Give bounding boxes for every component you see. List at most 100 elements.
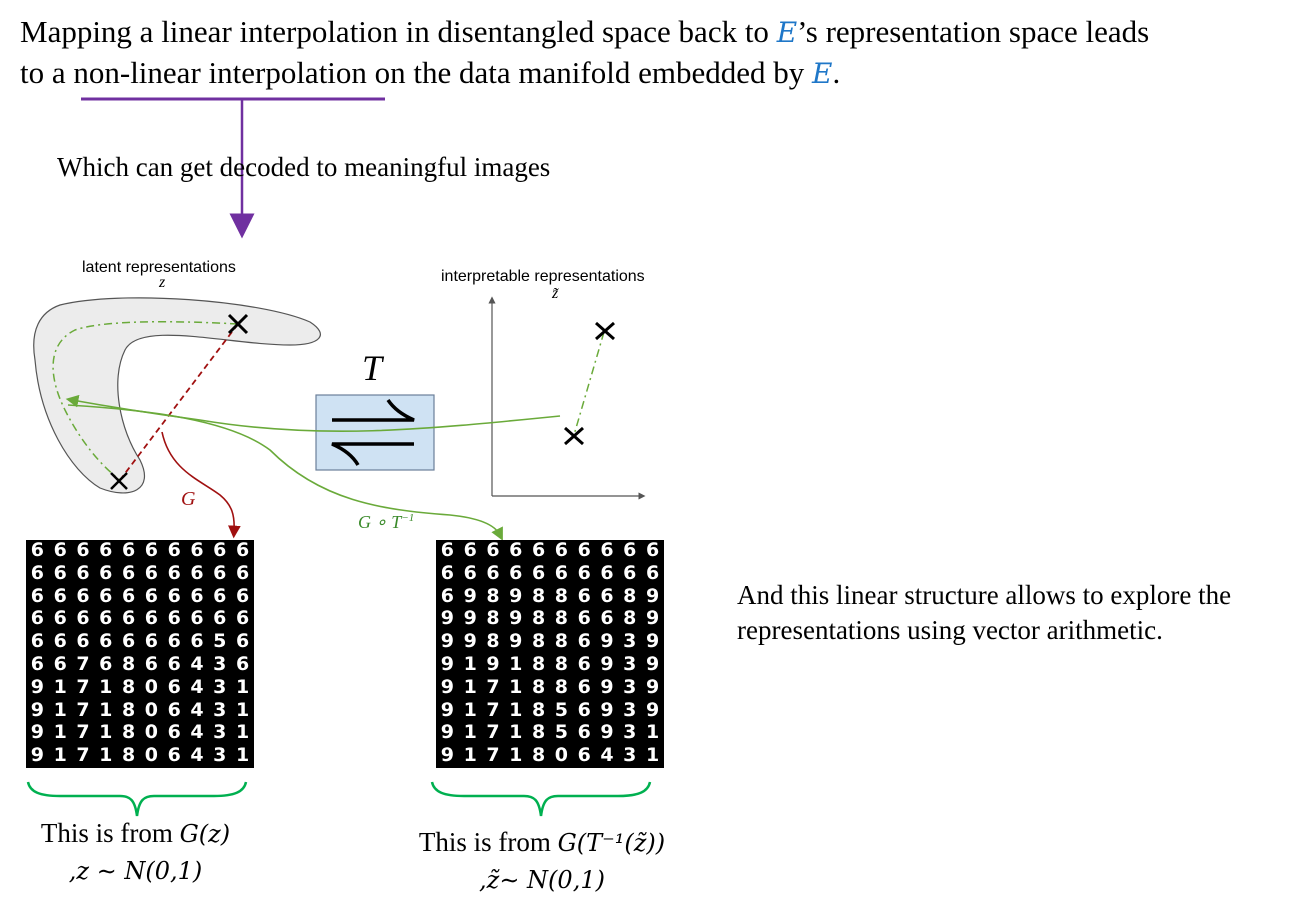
caption-left-dist: ,z ∼ N(0,1) [68, 857, 203, 885]
grid-left-digit: 6 [235, 652, 250, 675]
grid-right-digit: 6 [600, 561, 614, 584]
interp-title: interpretable representations [441, 268, 645, 285]
grid-left-digit: 3 [213, 721, 227, 744]
grid-left-digit: 6 [167, 652, 181, 675]
grid-left-digit: 6 [144, 539, 158, 561]
grid-left-digit: 6 [167, 675, 181, 698]
grid-right-digit: 6 [577, 698, 591, 721]
grid-left-digit: 6 [213, 539, 227, 561]
grid-left-digit: 0 [144, 744, 158, 767]
latent-point-bottom-icon [110, 472, 128, 490]
grid-right-digit: 6 [577, 652, 591, 675]
latent-manifold [33, 297, 321, 494]
grid-left-digit: 1 [99, 721, 113, 744]
grid-right-digit: 6 [600, 539, 614, 561]
grid-left-digit: 0 [144, 675, 158, 698]
grid-left-digit: 9 [30, 721, 45, 744]
grid-right-digit: 6 [440, 539, 455, 561]
annotation-linear: And this linear structure allows to expl… [737, 580, 1232, 645]
grid-right-digit: 6 [486, 539, 500, 561]
caption-left-text: This is from [40, 818, 180, 848]
grid-right-digit: 4 [600, 744, 614, 767]
grid-left-digit: 6 [99, 630, 113, 653]
caption-left-math: G(z) [179, 820, 231, 848]
grid-right-digit: 9 [509, 584, 523, 607]
t-label: T [362, 348, 383, 388]
grid-right-digit: 1 [645, 721, 660, 744]
grid-right-digit: 9 [645, 607, 660, 630]
grid-left-digit: 6 [53, 539, 67, 561]
grid-right-digit: 6 [623, 539, 637, 561]
grid-right-digit: 9 [440, 698, 455, 721]
grid-right-digit: 6 [577, 561, 591, 584]
grid-left-digit: 6 [99, 584, 113, 607]
grid-right-digit: 1 [463, 675, 477, 698]
grid-right-digit: 9 [440, 607, 455, 630]
latent-linear-path [119, 323, 239, 481]
grid-right-digit: 0 [554, 744, 568, 767]
manifold-interpolation-path [52, 320, 239, 481]
heading-line1-b: ’s representation space leads [797, 14, 1150, 49]
grid-right-digit: 1 [509, 698, 523, 721]
grid-right-digit: 1 [463, 652, 477, 675]
grid-right-digit: 9 [463, 607, 477, 630]
grid-left-digit: 6 [213, 561, 227, 584]
grid-right-digit: 8 [486, 630, 500, 653]
grid-left-digit: 6 [99, 607, 113, 630]
grid-right-digit: 6 [531, 561, 546, 584]
grid-right-digit: 1 [509, 675, 523, 698]
mapping-line-2 [67, 404, 503, 541]
interp-symbol: z̃ [552, 285, 559, 302]
grid-right-digit: 8 [623, 584, 637, 607]
grid-right-digit: 9 [645, 652, 660, 675]
grid-right-digit: 9 [600, 721, 614, 744]
grid-right-digit: 1 [509, 721, 523, 744]
grid-left-digit: 7 [76, 675, 90, 698]
grid-left-digit: 6 [190, 539, 204, 561]
grid-left-digit: 1 [53, 721, 67, 744]
grid-left-digit: 6 [121, 539, 136, 561]
heading-line2-a: to a non-linear interpolation on the dat… [20, 55, 812, 90]
grid-left-digit: 6 [167, 721, 181, 744]
grid-right-digit: 9 [486, 652, 500, 675]
mapping-line-1 [65, 394, 561, 433]
grid-left-digit: 8 [121, 675, 136, 698]
grid-right-digit: 8 [623, 607, 637, 630]
grid-left-digit: 1 [235, 675, 250, 698]
grid-left-digit: 6 [144, 607, 158, 630]
grid-right-digit: 1 [463, 721, 477, 744]
grid-right-digit: 6 [577, 721, 591, 744]
grid-left-digit: 4 [190, 652, 204, 675]
grid-left-digit: 7 [76, 744, 90, 767]
grid-left-digit: 6 [30, 561, 45, 584]
grid-left-digit: 6 [30, 652, 45, 675]
heading-line2-b: . [832, 55, 841, 90]
annotation-decoded: Which can get decoded to meaningful imag… [57, 152, 551, 182]
grid-left-digit: 6 [53, 584, 67, 607]
grid-right-digit: 6 [577, 584, 591, 607]
grid-left-digit: 6 [235, 584, 250, 607]
grid-left-digit: 6 [235, 630, 250, 653]
grid-right-digit: 6 [577, 675, 591, 698]
grid-left-digit: 6 [121, 561, 136, 584]
grid-right-digit: 1 [645, 744, 660, 767]
grid-left-digit: 6 [213, 607, 227, 630]
grid-right-digit: 5 [554, 698, 568, 721]
grid-right-digit: 6 [600, 584, 614, 607]
grid-left-digit: 6 [76, 607, 90, 630]
heading: Mapping a linear interpolation in disent… [20, 12, 1290, 94]
grid-right-digit: 9 [600, 652, 614, 675]
grid-right-digit: 8 [531, 584, 546, 607]
grid-right-digit: 8 [531, 652, 546, 675]
grid-left-digit: 6 [30, 607, 45, 630]
grid-right-digit: 9 [440, 744, 455, 767]
grid-left-digit: 6 [144, 630, 158, 653]
grid-left-digit: 8 [121, 652, 136, 675]
brace-left-icon [26, 781, 248, 817]
grid-left-digit: 3 [213, 675, 227, 698]
grid-right-digit: 8 [554, 652, 568, 675]
grid-left-digit: 0 [144, 721, 158, 744]
heading-symbol-e-2: E [811, 57, 833, 90]
grid-left-digit: 8 [121, 721, 136, 744]
